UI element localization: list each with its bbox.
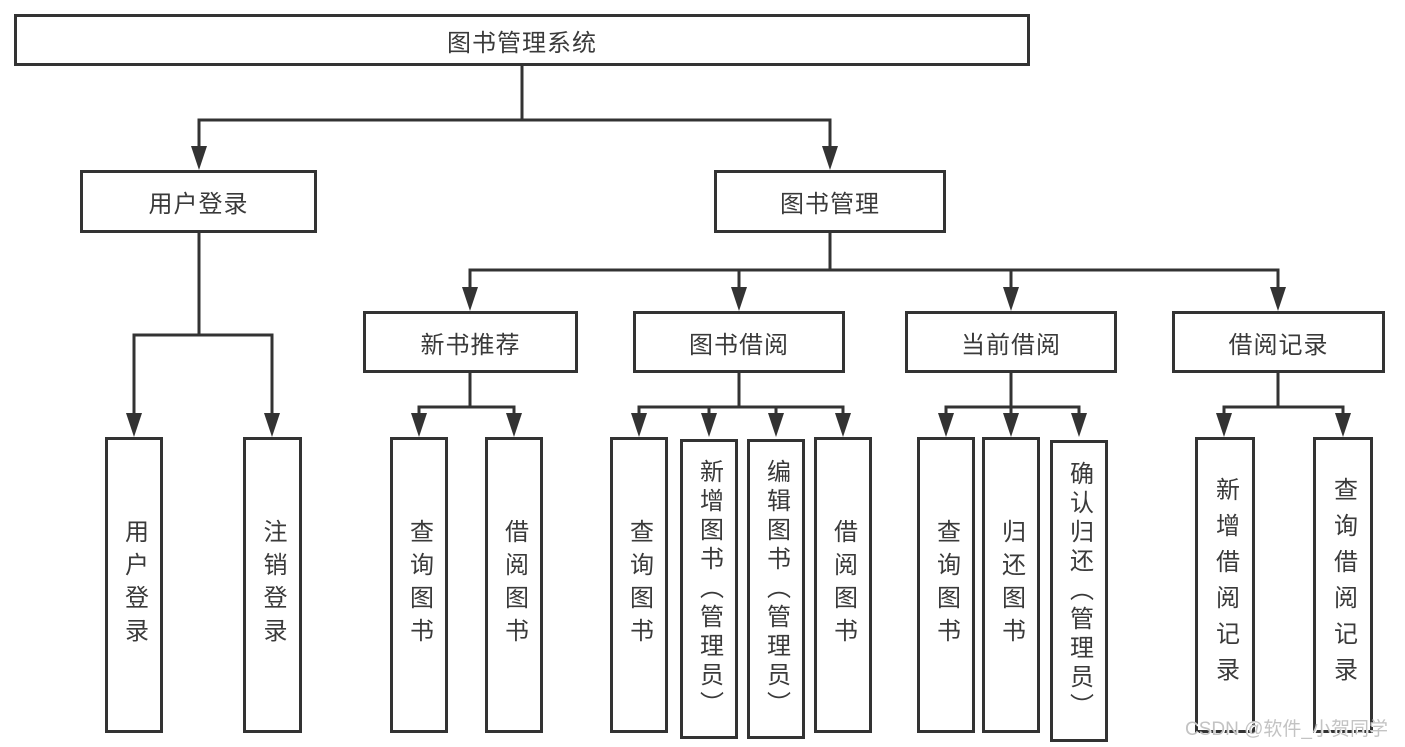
leaf-label-query-books-recommend: 查询图书 (405, 519, 433, 651)
connector-book-borrowing-to-leaves (637, 371, 845, 422)
node-new-book-recommend: 新书推荐 (363, 311, 578, 373)
leaf-borrow-books-borrowing: 借阅图书 (814, 437, 872, 733)
node-label-book-management: 图书管理 (780, 191, 880, 218)
connector-user-login-to-leaves (132, 231, 274, 422)
node-library-management-system: 图书管理系统 (14, 14, 1030, 66)
arrowheads (126, 146, 1351, 437)
leaf-label-borrow-books-recommend: 借阅图书 (500, 519, 528, 651)
node-borrowing-records: 借阅记录 (1172, 311, 1385, 373)
leaf-label-logout: 注销登录 (259, 519, 286, 651)
node-current-borrowing: 当前借阅 (905, 311, 1117, 373)
leaf-return-books: 归还图书 (982, 437, 1040, 733)
leaf-query-books-borrowing: 查询图书 (610, 437, 668, 733)
leaf-query-borrow-record: 查询借阅记录 (1313, 437, 1373, 733)
leaf-add-books-admin: 新增图书（管理员） (680, 439, 738, 739)
leaf-label-query-books-borrowing: 查询图书 (625, 519, 653, 651)
connector-book-management-to-level3 (468, 231, 1280, 297)
leaf-add-borrow-record: 新增借阅记录 (1195, 437, 1255, 733)
leaf-label-add-borrow-record: 新增借阅记录 (1211, 477, 1239, 693)
leaf-user-login: 用户登录 (105, 437, 163, 733)
leaf-confirm-return-admin: 确认归还（管理员） (1050, 440, 1108, 742)
leaf-edit-books-admin: 编辑图书（管理员） (747, 439, 805, 739)
node-label-borrowing-records: 借阅记录 (1228, 331, 1329, 359)
connector-root-to-level2 (197, 64, 832, 157)
connector-current-borrowing-to-leaves (944, 371, 1081, 422)
leaf-query-books-current: 查询图书 (917, 437, 975, 733)
leaf-label-query-borrow-record: 查询借阅记录 (1329, 477, 1357, 693)
leaf-label-confirm-return-admin: 确认归还（管理员） (1065, 460, 1093, 722)
leaf-label-add-books-admin: 新增图书（管理员） (695, 458, 723, 720)
leaf-label-edit-books-admin: 编辑图书（管理员） (762, 458, 790, 720)
node-label-current-borrowing: 当前借阅 (961, 331, 1061, 359)
node-book-management: 图书管理 (714, 170, 946, 233)
node-label-root: 图书管理系统 (447, 29, 597, 57)
connector-borrowing-records-to-leaves (1222, 371, 1345, 422)
node-user-login: 用户登录 (80, 170, 317, 233)
leaf-query-books-recommend: 查询图书 (390, 437, 448, 733)
watermark: CSDN @软件_小贺同学 (1185, 719, 1388, 740)
leaf-logout: 注销登录 (243, 437, 302, 733)
node-label-new-book-recommend: 新书推荐 (420, 331, 521, 359)
connector-new-book-recommend-to-leaves (417, 371, 516, 422)
leaf-label-query-books-current: 查询图书 (932, 519, 960, 651)
leaf-label-user-login: 用户登录 (120, 519, 148, 651)
leaf-label-return-books: 归还图书 (997, 519, 1025, 651)
node-label-book-borrowing: 图书借阅 (689, 331, 789, 359)
leaf-label-borrow-books-borrowing: 借阅图书 (829, 519, 857, 651)
leaf-borrow-books-recommend: 借阅图书 (485, 437, 543, 733)
node-book-borrowing: 图书借阅 (633, 311, 845, 373)
node-label-user-login: 用户登录 (148, 191, 249, 218)
